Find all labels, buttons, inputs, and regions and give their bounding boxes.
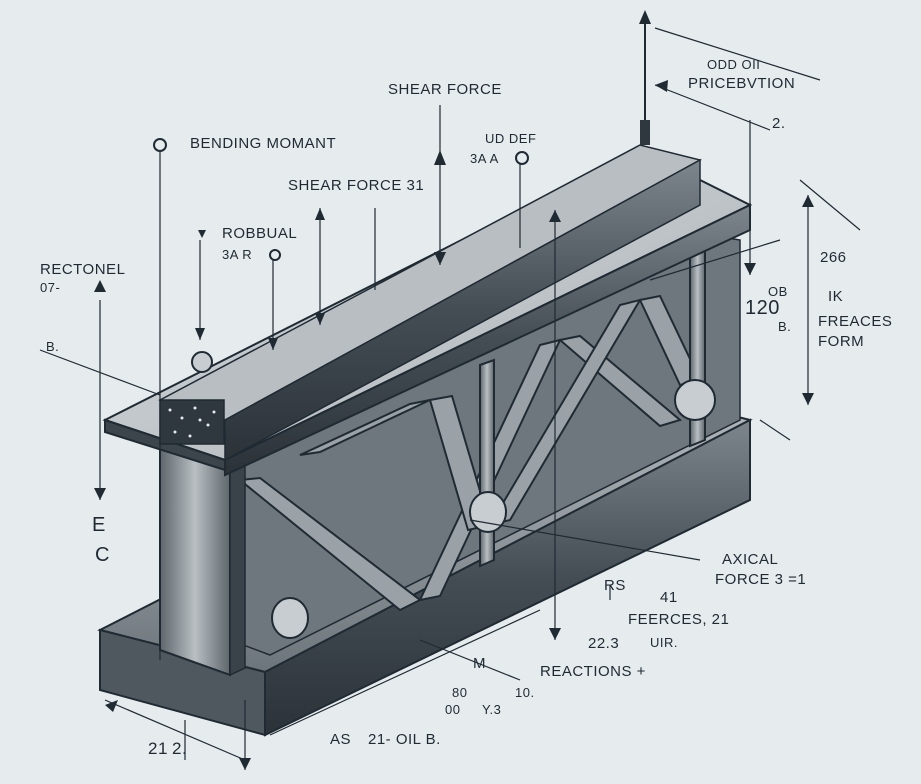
label-21-oil-b: 21- OIL B. [368, 731, 441, 748]
label-bending-moment: BENDING MOMANT [190, 135, 337, 152]
label-c: C [95, 544, 110, 566]
label-ik: IK [828, 288, 844, 305]
label-223: 22.3 [588, 635, 620, 652]
label-y3: Y.3 [482, 702, 502, 717]
top-post-arrow [639, 10, 651, 24]
label-21-left: 21 [148, 739, 168, 758]
label-120: 120 [745, 297, 780, 319]
label-10: 10. [515, 685, 535, 700]
label-ud-def-sub: 3A A [470, 151, 499, 166]
top-post-base [640, 120, 650, 145]
label-pricebvtion: PRICEBVTION [688, 75, 796, 92]
label-rectonel: RECTONEL [40, 261, 126, 278]
end-block [159, 399, 225, 445]
label-feerces: FEERCES, 21 [628, 611, 730, 628]
label-uir: UIR. [650, 635, 678, 650]
deck-side [224, 158, 701, 462]
label-rs: RS [604, 577, 626, 594]
leader-lines [39, 27, 861, 770]
label-force-3: FORCE 3 =1 [715, 571, 807, 588]
base-plate-side [264, 418, 751, 737]
label-m: M [473, 655, 486, 672]
label-b-left: B. [46, 339, 60, 354]
label-00: 00 [445, 702, 461, 717]
label-pricebvtion-num: 2. [772, 115, 786, 132]
label-shear-force-31: SHEAR FORCE 31 [288, 177, 425, 194]
label-2: 2. [172, 739, 188, 758]
label-e: E [92, 514, 106, 536]
supports [191, 351, 716, 639]
label-reactions: REACTIONS + [540, 663, 646, 680]
label-266: 266 [820, 249, 847, 266]
end-block-speckle [168, 406, 216, 438]
label-odd-oii: ODD OII [707, 57, 761, 72]
label-robbual-sub: 3A R [222, 247, 253, 262]
label-rectonel-sub: 07- [40, 280, 61, 295]
label-80: 80 [452, 685, 468, 700]
label-as: AS [330, 731, 352, 748]
label-axical: AXICAL [722, 551, 779, 568]
markers [153, 138, 529, 261]
label-ob: OB [768, 284, 788, 299]
label-ud-def: UD DEF [485, 131, 537, 146]
label-freaces: FREACES [818, 313, 893, 330]
label-form: FORM [818, 333, 865, 350]
label-41: 41 [660, 589, 678, 606]
arrow-heads [94, 80, 814, 770]
label-120-b: B. [778, 319, 792, 334]
label-robbual: ROBBUAL [222, 225, 298, 242]
label-shear-force: SHEAR FORCE [388, 81, 502, 98]
